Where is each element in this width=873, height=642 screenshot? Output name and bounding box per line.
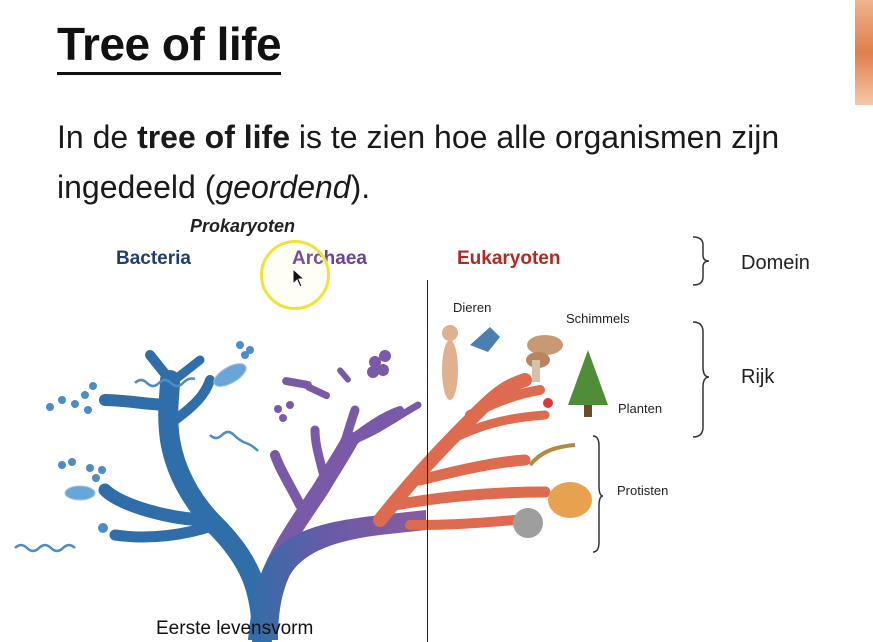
side-thumbnail: [855, 0, 873, 105]
label-eukaryoten: Eukaryoten: [457, 248, 561, 269]
label-protisten: Protisten: [617, 483, 669, 498]
label-schimmels: Schimmels: [566, 311, 630, 326]
bacteria-illustrations: [46, 341, 254, 533]
label-rijk: Rijk: [741, 366, 775, 388]
label-prokaryoten: Prokaryoten: [190, 216, 296, 236]
label-domein: Domein: [741, 252, 810, 274]
cursor-highlight-ring: [260, 240, 330, 310]
mouse-pointer-icon: [292, 268, 306, 288]
bacteria-branch: [98, 350, 272, 642]
label-planten: Planten: [618, 401, 663, 416]
slide-title: Tree of life: [57, 18, 282, 75]
archaea-illustrations: [274, 350, 391, 422]
intro-text: In de tree of life is te zien hoe alle o…: [57, 119, 780, 205]
label-bacteria: Bacteria: [116, 248, 191, 269]
eukaryote-illustrations: [442, 325, 608, 538]
bacteria-squiggles: [14, 377, 259, 553]
brackets: [592, 236, 710, 553]
eukaryote-branches: [373, 373, 551, 530]
domain-divider-line: [427, 280, 428, 642]
tree-trunk: [248, 510, 426, 640]
label-eerste-levensvorm: Eerste levensvorm: [156, 618, 314, 639]
label-dieren: Dieren: [453, 300, 492, 315]
